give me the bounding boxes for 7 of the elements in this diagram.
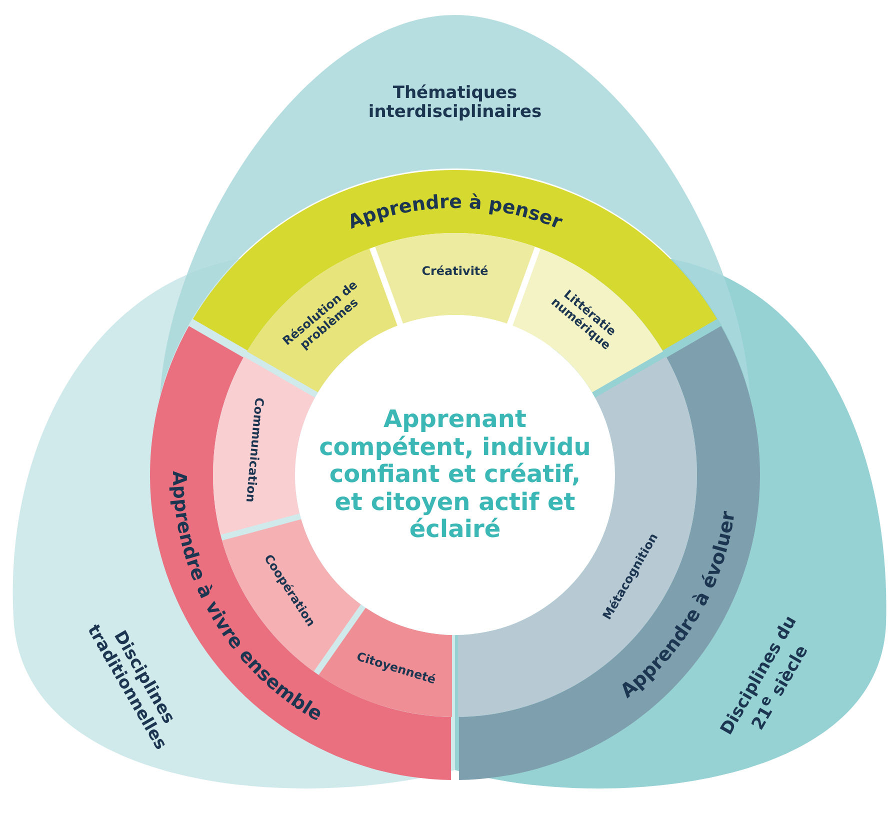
center-statement: Apprenant compétent, individu confiant et créatif, et citoyen actif et éclairé — [318, 406, 592, 544]
petal-label: Thématiques interdisciplinaires — [367, 84, 543, 123]
ring-segment — [192, 170, 718, 351]
segment-label: Créativité — [420, 265, 490, 279]
segment-label: Communication — [242, 396, 266, 506]
petal-shape — [160, 15, 750, 396]
inner-segment — [375, 233, 535, 324]
